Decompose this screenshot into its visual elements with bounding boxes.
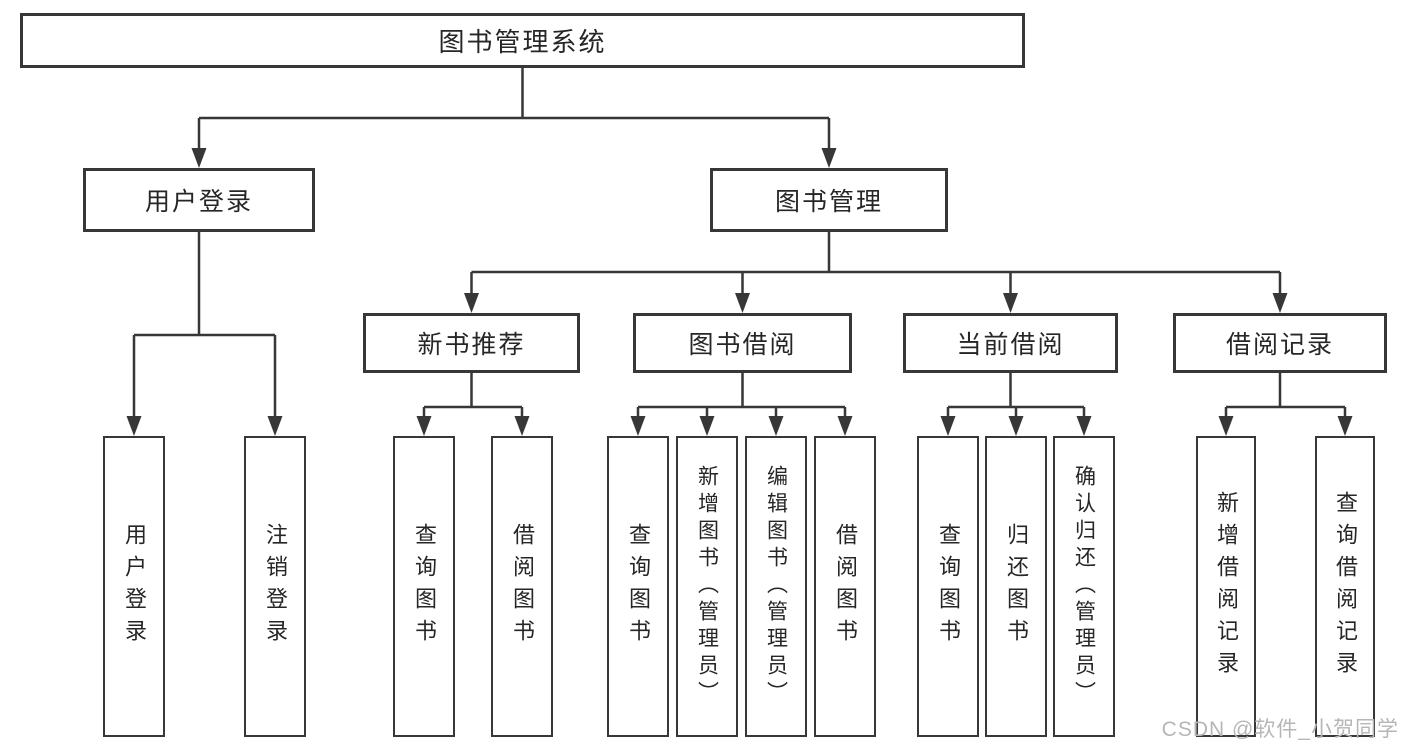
leaf-borrow-books-recommend: 借阅图书 xyxy=(491,436,553,737)
node-label: 用户登录 xyxy=(144,188,253,216)
arrow-down-icon xyxy=(735,293,750,313)
arrow-down-icon xyxy=(1076,416,1092,436)
leaf-logout-login: 注销登录 xyxy=(244,436,306,737)
node-label: 用户登录 xyxy=(122,522,147,651)
node-label: 新书推荐 xyxy=(417,331,526,359)
leaf-user-login: 用户登录 xyxy=(103,436,165,737)
leaf-add-books-admin: 新增图书（管理员） xyxy=(676,436,738,737)
node-label: 借阅图书 xyxy=(510,522,535,651)
arrow-down-icon xyxy=(940,416,956,436)
arrow-down-icon xyxy=(630,416,646,436)
arrow-down-icon xyxy=(1218,416,1234,436)
leaf-query-borrow-record: 查询借阅记录 xyxy=(1315,436,1375,737)
arrow-down-icon xyxy=(1008,416,1024,436)
leaf-query-books-recommend: 查询图书 xyxy=(393,436,455,737)
arrow-down-icon xyxy=(126,416,142,436)
arrow-down-icon xyxy=(416,416,432,436)
node-user-login: 用户登录 xyxy=(83,168,315,232)
node-label: 图书管理系统 xyxy=(438,27,607,57)
node-book-borrow: 图书借阅 xyxy=(633,313,852,373)
node-label: 查询图书 xyxy=(626,522,651,651)
node-label: 注销登录 xyxy=(263,522,288,651)
arrow-down-icon xyxy=(191,148,207,168)
node-label: 编辑图书（管理员） xyxy=(764,465,788,708)
leaf-query-books-borrow: 查询图书 xyxy=(607,436,669,737)
arrow-down-icon xyxy=(514,416,530,436)
node-label: 查询图书 xyxy=(412,522,437,651)
node-label: 图书借阅 xyxy=(688,331,797,359)
arrow-down-icon xyxy=(464,293,479,313)
node-borrow-records: 借阅记录 xyxy=(1173,313,1387,373)
node-book-management: 图书管理 xyxy=(710,168,948,232)
node-label: 当前借阅 xyxy=(956,331,1065,359)
node-new-book-recommend: 新书推荐 xyxy=(363,313,580,373)
arrow-down-icon xyxy=(1272,293,1288,313)
csdn-watermark: CSDN @软件_小贺同学 xyxy=(1161,718,1399,741)
connector-paths xyxy=(132,68,1347,432)
arrow-down-icon xyxy=(768,416,784,436)
arrow-down-icon xyxy=(1003,293,1018,313)
leaf-add-borrow-record: 新增借阅记录 xyxy=(1196,436,1256,737)
node-root-system: 图书管理系统 xyxy=(20,13,1025,68)
node-label: 确认归还（管理员） xyxy=(1072,465,1096,708)
arrow-down-icon xyxy=(837,416,853,436)
node-label: 查询图书 xyxy=(936,522,961,651)
node-label: 图书管理 xyxy=(774,188,883,216)
node-label: 新增借阅记录 xyxy=(1214,490,1239,683)
arrow-down-icon xyxy=(699,416,715,436)
leaf-query-books-current: 查询图书 xyxy=(917,436,979,737)
leaf-edit-books-admin: 编辑图书（管理员） xyxy=(745,436,807,737)
node-label: 归还图书 xyxy=(1004,522,1029,651)
node-label: 新增图书（管理员） xyxy=(695,465,719,708)
leaf-confirm-return-admin: 确认归还（管理员） xyxy=(1053,436,1115,737)
node-current-borrow: 当前借阅 xyxy=(903,313,1118,373)
node-label: 借阅记录 xyxy=(1225,331,1334,359)
arrow-down-icon xyxy=(1337,416,1353,436)
leaf-borrow-books: 借阅图书 xyxy=(814,436,876,737)
node-label: 查询借阅记录 xyxy=(1333,490,1358,683)
leaf-return-books: 归还图书 xyxy=(985,436,1047,737)
arrow-down-icon xyxy=(821,148,837,168)
arrow-down-icon xyxy=(267,416,283,436)
arrowheads xyxy=(126,148,1353,436)
node-label: 借阅图书 xyxy=(833,522,858,651)
